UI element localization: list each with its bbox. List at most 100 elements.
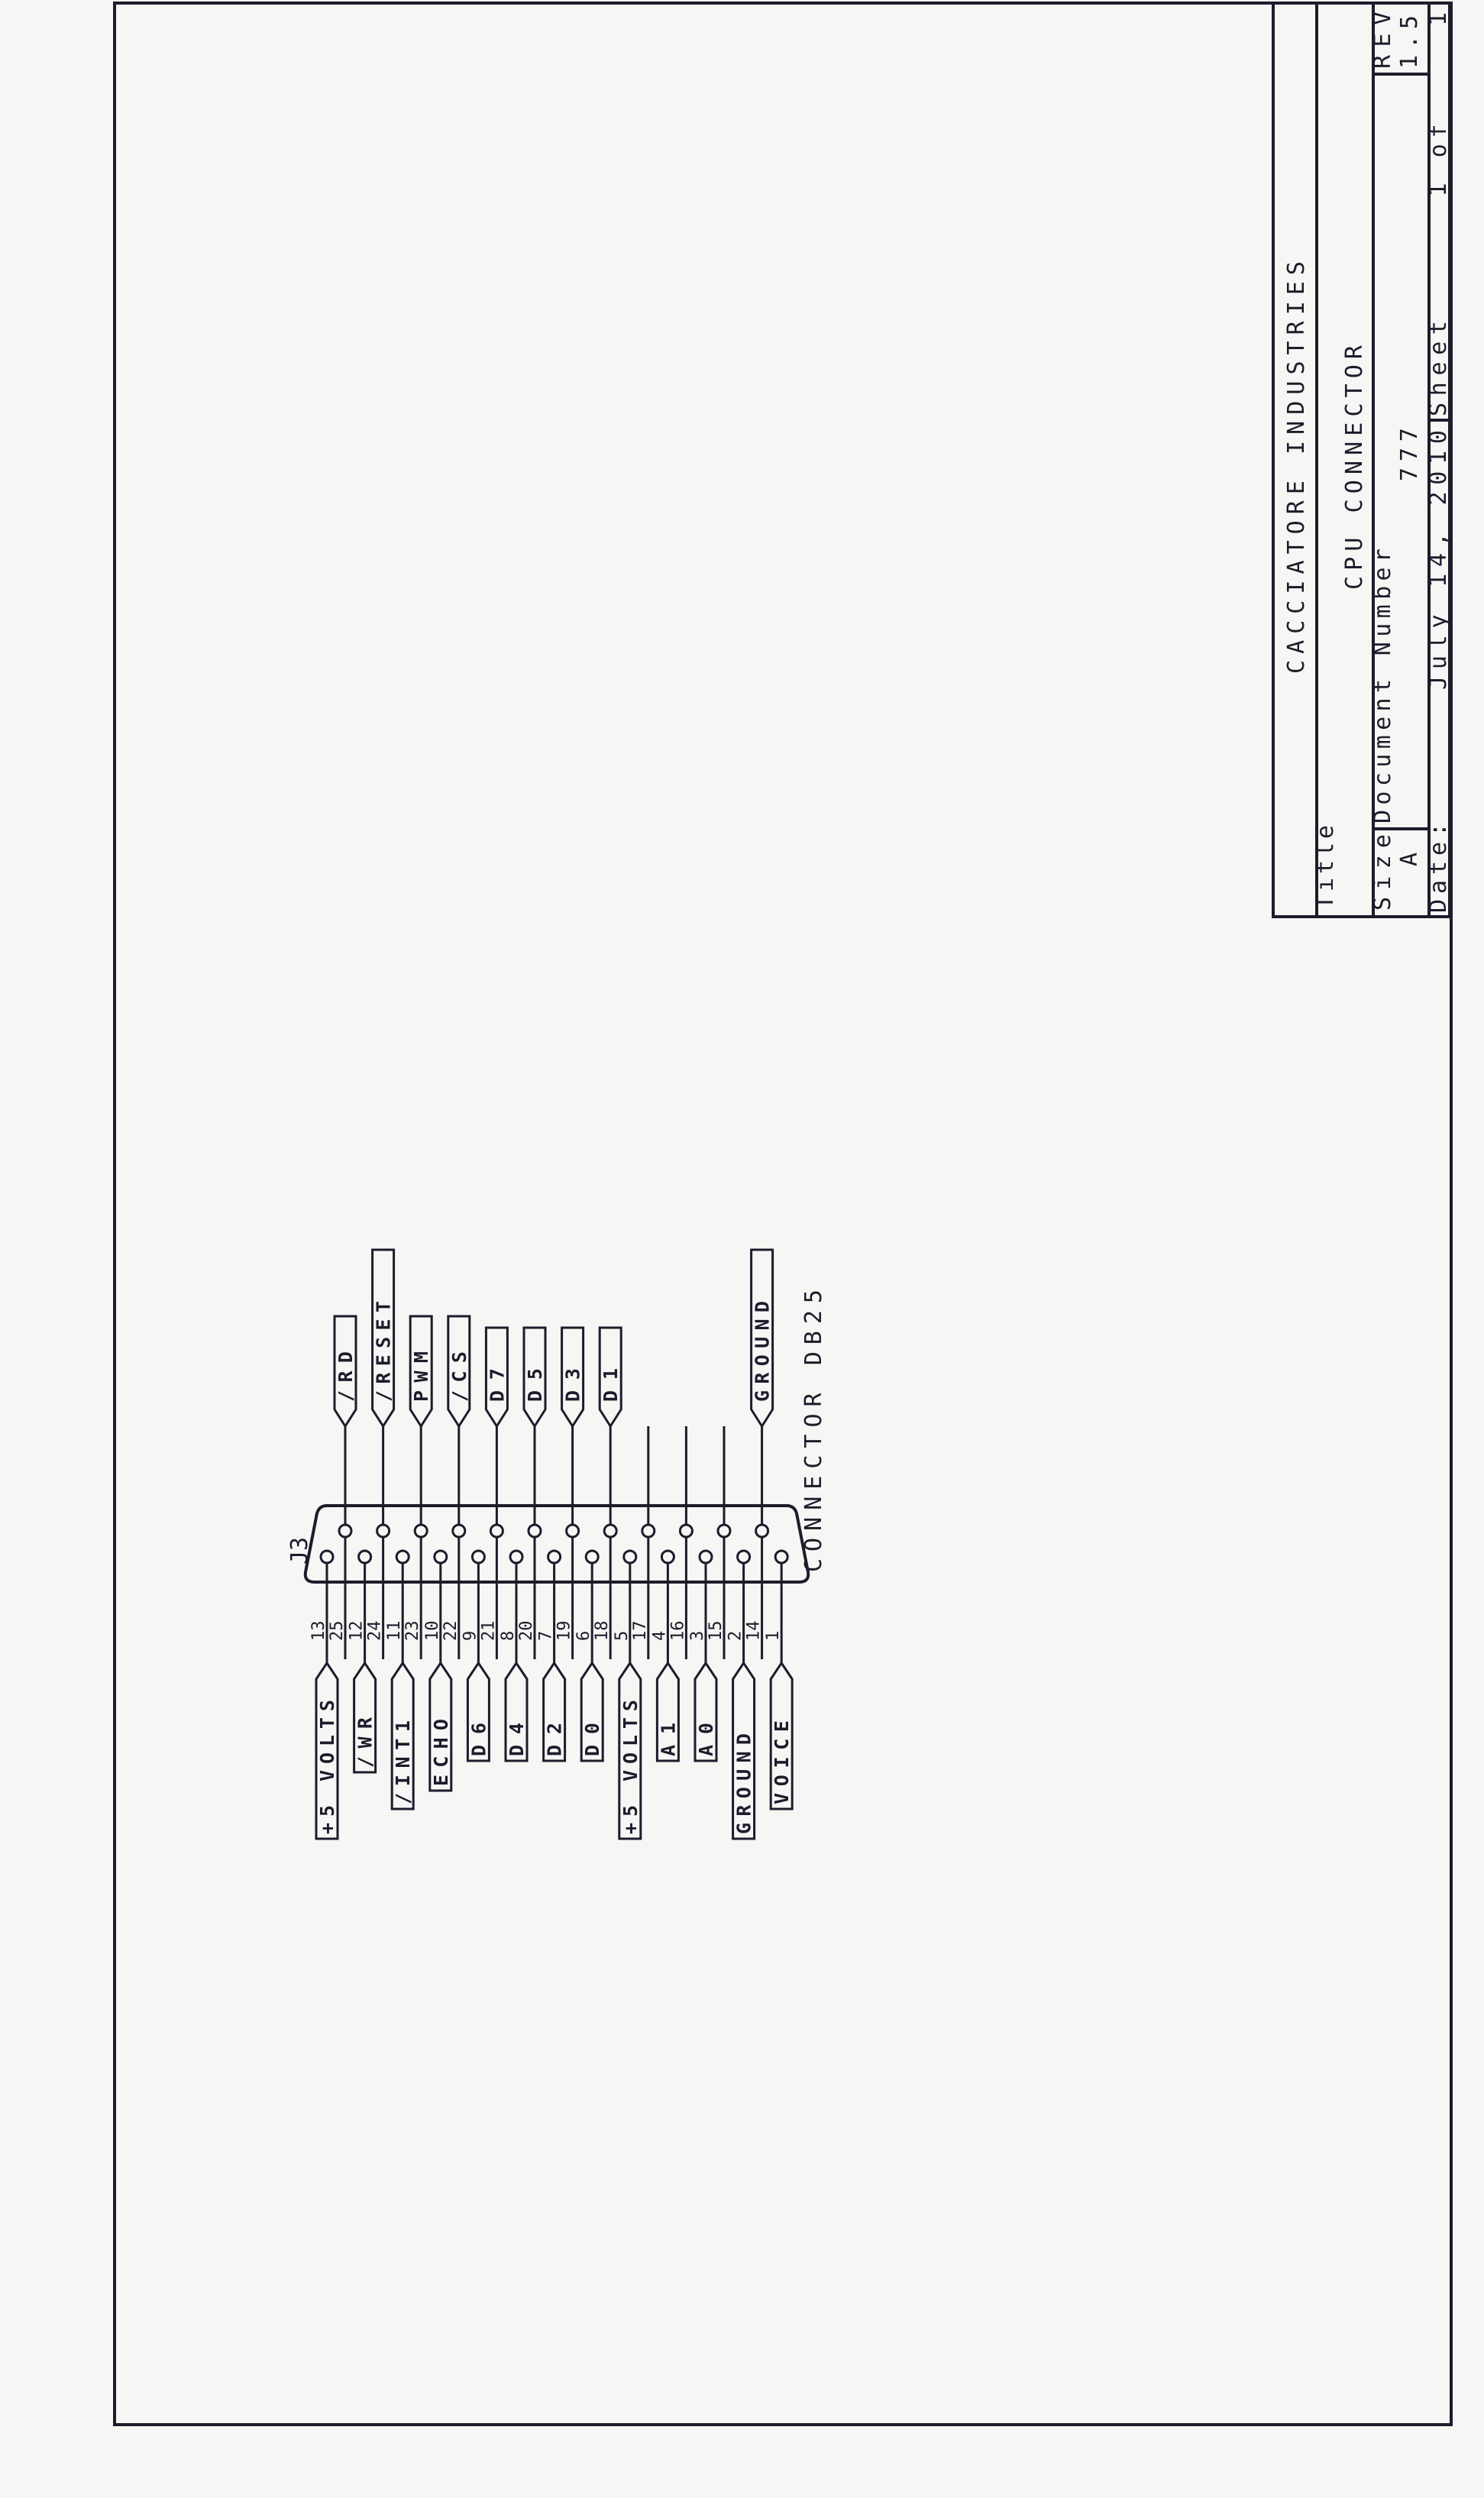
connector-shell [303,1504,810,1584]
pin-number: 16 [668,1621,687,1642]
net-label: PWM [410,1351,432,1402]
net-label: /RD [335,1351,357,1402]
net-label-flag [315,1661,339,1840]
net-label-flag [353,1661,377,1774]
pin-22-contact [451,1523,467,1539]
pin-10-contact [433,1549,448,1564]
date-label: Date: [1425,823,1452,913]
pin-number: 21 [479,1621,498,1642]
pin-number: 4 [650,1631,669,1641]
net-label: A0 [695,1723,717,1756]
net-label-flag [390,1661,415,1810]
pin-6-contact [584,1549,600,1564]
pin-number: 25 [328,1621,347,1642]
net-label: VOICE [771,1720,793,1804]
net-label-flag [542,1661,567,1762]
pin-number: 3 [688,1631,707,1641]
pin-number: 24 [366,1621,385,1642]
connector-j3: J3 CONNECTOR DB25 13+5 VOLTS12/WR11/INT1… [286,1248,827,1840]
pin-21-contact [489,1523,504,1539]
connector-name: CONNECTOR DB25 [800,1289,827,1572]
net-label: D3 [562,1368,584,1402]
pin-number: 11 [385,1621,404,1642]
net-label-flag [732,1661,756,1840]
sheet-total: 1 [1425,12,1452,26]
pin-number: 13 [309,1621,328,1642]
pin-20-contact [527,1523,542,1539]
net-label: /RESET [373,1301,395,1402]
net-label: D7 [486,1368,508,1402]
net-label-flag [561,1326,585,1429]
title-block: CACCIATORE INDUSTRIES Title CPU CONNECTO… [1272,2,1452,918]
pin-number: 5 [613,1631,632,1641]
pin-17-contact [641,1523,656,1539]
rev-label: REV [1369,11,1396,69]
net-label-flag [750,1248,774,1429]
rev-value: 1.5 [1396,15,1423,69]
pin-4-contact [660,1549,675,1564]
pin-number: 7 [537,1631,556,1641]
net-label-flag [769,1661,794,1810]
pin-number: 20 [517,1621,536,1642]
net-label: +5 VOLTS [619,1700,642,1834]
net-label: /INT1 [392,1720,414,1804]
net-label-flag [694,1661,718,1762]
pin-3-contact [698,1549,713,1564]
net-label-flag [447,1315,471,1429]
pin-14-contact [755,1523,770,1539]
net-label-flag [428,1661,453,1792]
net-label-flag [618,1661,642,1840]
pin-9-contact [470,1549,486,1564]
net-label: D5 [524,1368,546,1402]
pin-number: 17 [631,1621,650,1642]
net-label: A1 [657,1723,679,1756]
document-number-value: 777 [1396,428,1423,481]
pin-23-contact [413,1523,428,1539]
net-label-flag [466,1661,490,1762]
pin-24-contact [376,1523,391,1539]
pin-number: 22 [441,1621,461,1642]
pin-18-contact [603,1523,618,1539]
pin-number: 8 [499,1631,518,1641]
net-label: /WR [354,1717,377,1768]
date-value: July 14, 2010 [1425,430,1452,690]
pin-number: 19 [555,1621,574,1642]
pin-15-contact [716,1523,732,1539]
pin-7-contact [547,1549,562,1564]
net-label: D2 [544,1723,566,1756]
net-label-flag [522,1326,547,1429]
pin-13-contact [319,1549,335,1564]
pin-number: 15 [706,1621,726,1642]
pin-19-contact [565,1523,580,1539]
size-value: A [1396,853,1423,866]
pin-1-contact [774,1549,789,1564]
pin-11-contact [395,1549,410,1564]
net-label-flag [333,1315,357,1429]
pin-number: 1 [764,1631,783,1641]
document-number-label: Document Number [1369,548,1396,823]
pin-25-contact [338,1523,353,1539]
connector-ref: J3 [286,1537,313,1564]
net-label-flag [655,1661,680,1762]
net-label-flag [504,1661,529,1762]
pin-number: 2 [726,1631,745,1641]
net-label: D0 [581,1723,603,1756]
net-label: D6 [467,1723,490,1756]
sheet-border [113,2,1453,2426]
pin-12-contact [357,1549,373,1564]
net-label-flag [598,1326,622,1429]
company-name: CACCIATORE INDUSTRIES [1283,261,1310,674]
net-label: ECHO [430,1719,452,1786]
net-label-flag [371,1248,396,1429]
net-label-flag [409,1315,433,1429]
pin-number: 10 [423,1621,442,1642]
drawing-title: CPU CONNECTOR [1341,345,1368,590]
pin-8-contact [509,1549,524,1564]
net-label: D1 [600,1368,622,1402]
title-block-frame [1272,2,1451,918]
pin-number: 12 [348,1621,367,1642]
net-label: GROUND [733,1733,755,1834]
net-label-flag [484,1326,509,1429]
pin-number: 14 [745,1621,764,1642]
